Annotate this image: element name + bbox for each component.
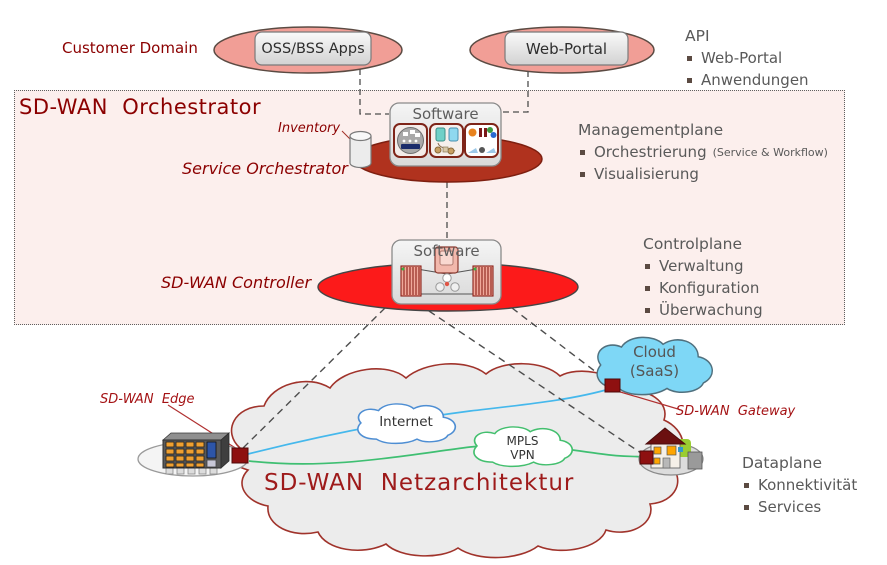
controlplane-item-konfiguration: Konfiguration: [643, 279, 763, 297]
api-item-anwendungen: Anwendungen: [685, 71, 809, 89]
gateway-device-square: [604, 378, 621, 393]
bullet-square-icon: [580, 171, 585, 177]
software-bottom-label: Software: [413, 242, 480, 260]
gateway-pointer-line: [616, 390, 679, 410]
api-title: API: [685, 27, 710, 45]
saas-cloud: [596, 336, 713, 396]
dataplane-item-services: Services: [742, 498, 857, 516]
network-title: SD-WAN Netzarchitektur: [264, 470, 575, 496]
sdwan-gateway-label: SD-WAN Gateway: [676, 404, 796, 419]
inventory-database-icon: [349, 136, 372, 169]
sdwan-edge-label: SD-WAN Edge: [100, 392, 195, 407]
bullet-square-icon: [687, 55, 692, 61]
dashboard-app-icon: [464, 123, 499, 158]
bullet-square-icon: [645, 285, 650, 291]
controlplane-block: Controlplane Verwaltung Konfiguration Üb…: [643, 235, 763, 319]
customer-site-icon: [638, 427, 704, 476]
controlplane-item-verwaltung: Verwaltung: [643, 257, 763, 275]
managementplane-title: Managementplane: [578, 121, 724, 139]
bullet-square-icon: [645, 263, 650, 269]
api-item-webportal: Web-Portal: [685, 49, 809, 67]
workflow-app-icon: [429, 123, 464, 158]
software-top-label: Software: [412, 105, 479, 123]
mpls-vpn-cloud: [473, 426, 573, 468]
customer-domain-label: Customer Domain: [62, 39, 198, 57]
controlplane-item-ueberwachung: Überwachung: [643, 301, 763, 319]
controlplane-title: Controlplane: [643, 235, 743, 253]
dataplane-item-konnektivitaet: Konnektivität: [742, 476, 857, 494]
saas-cloud-label: Cloud (SaaS): [629, 343, 680, 380]
service-orchestrator-label: Service Orchestrator: [182, 159, 348, 178]
webportal-to-software-connector: [502, 71, 529, 113]
internet-link-line: [247, 387, 614, 455]
dataplane-title: Dataplane: [742, 454, 823, 472]
api-block: API Web-Portal Anwendungen: [685, 27, 809, 89]
orchestrator-title: SD-WAN Orchestrator: [19, 95, 262, 119]
inventory-label: Inventory: [278, 121, 341, 136]
bullet-square-icon: [687, 77, 692, 83]
controller-server-cluster-icon: [400, 246, 494, 297]
web-portal-node-label: Web-Portal: [525, 39, 608, 58]
oss-bss-node: [254, 31, 372, 66]
edge-device-square: [231, 447, 249, 464]
inventory-database-top: [349, 130, 372, 142]
bullet-square-icon: [580, 149, 585, 155]
managementplane-block: Managementplane Orchestrierung (Service …: [578, 121, 828, 183]
controller-to-gateway-link: [511, 307, 614, 386]
internet-cloud-label: Internet: [379, 414, 433, 430]
managementplane-item-orchestrierung: Orchestrierung (Service & Workflow): [578, 143, 828, 161]
internet-cloud: [357, 403, 457, 445]
oss-to-software-connector: [359, 69, 389, 115]
mpls-vpn-cloud-label: MPLS VPN: [506, 434, 539, 462]
managementplane-item-visualisierung: Visualisierung: [578, 165, 828, 183]
controller-to-edge-link: [240, 307, 386, 451]
dataplane-block: Dataplane Konnektivität Services: [742, 454, 857, 516]
oss-bss-node-label: OSS/BSS Apps: [261, 40, 365, 57]
site-device-square: [639, 450, 654, 465]
managementplane-item-note: (Service & Workflow): [712, 145, 828, 159]
bullet-square-icon: [645, 307, 650, 313]
bullet-square-icon: [744, 482, 749, 488]
network-topology-app-icon: [393, 123, 428, 158]
network-cloud: [230, 362, 684, 559]
sdwan-controller-label: SD-WAN Controller: [161, 273, 312, 292]
bullet-square-icon: [744, 504, 749, 510]
web-portal-node: [504, 31, 629, 66]
